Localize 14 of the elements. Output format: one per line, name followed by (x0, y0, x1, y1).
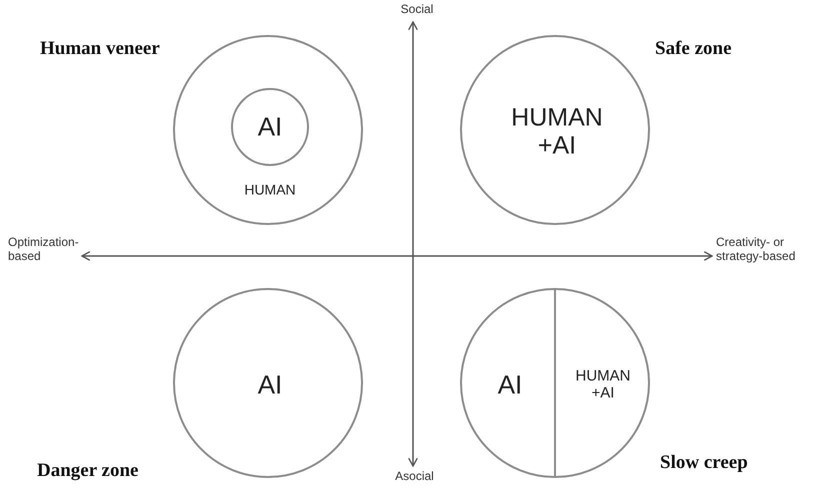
circle-label: AI (256, 112, 284, 142)
axis-label: Optimization- based (8, 236, 80, 264)
quadrant-title: Danger zone (37, 460, 138, 482)
quadrant-title: Safe zone (655, 38, 732, 60)
circle-label: AI (256, 370, 284, 400)
circle-label: AI (496, 370, 524, 400)
circle-label: HUMAN (243, 182, 297, 198)
quadrant-title: Human veneer (40, 38, 160, 60)
circle-label: HUMAN +AI (510, 104, 604, 160)
quadrant-title: Slow creep (660, 452, 748, 474)
axis-label: Asocial (394, 470, 435, 484)
axis-label: Social (400, 3, 434, 17)
circle-label: HUMAN +AI (574, 368, 632, 402)
axis-label: Creativity- or strategy-based (716, 236, 796, 264)
